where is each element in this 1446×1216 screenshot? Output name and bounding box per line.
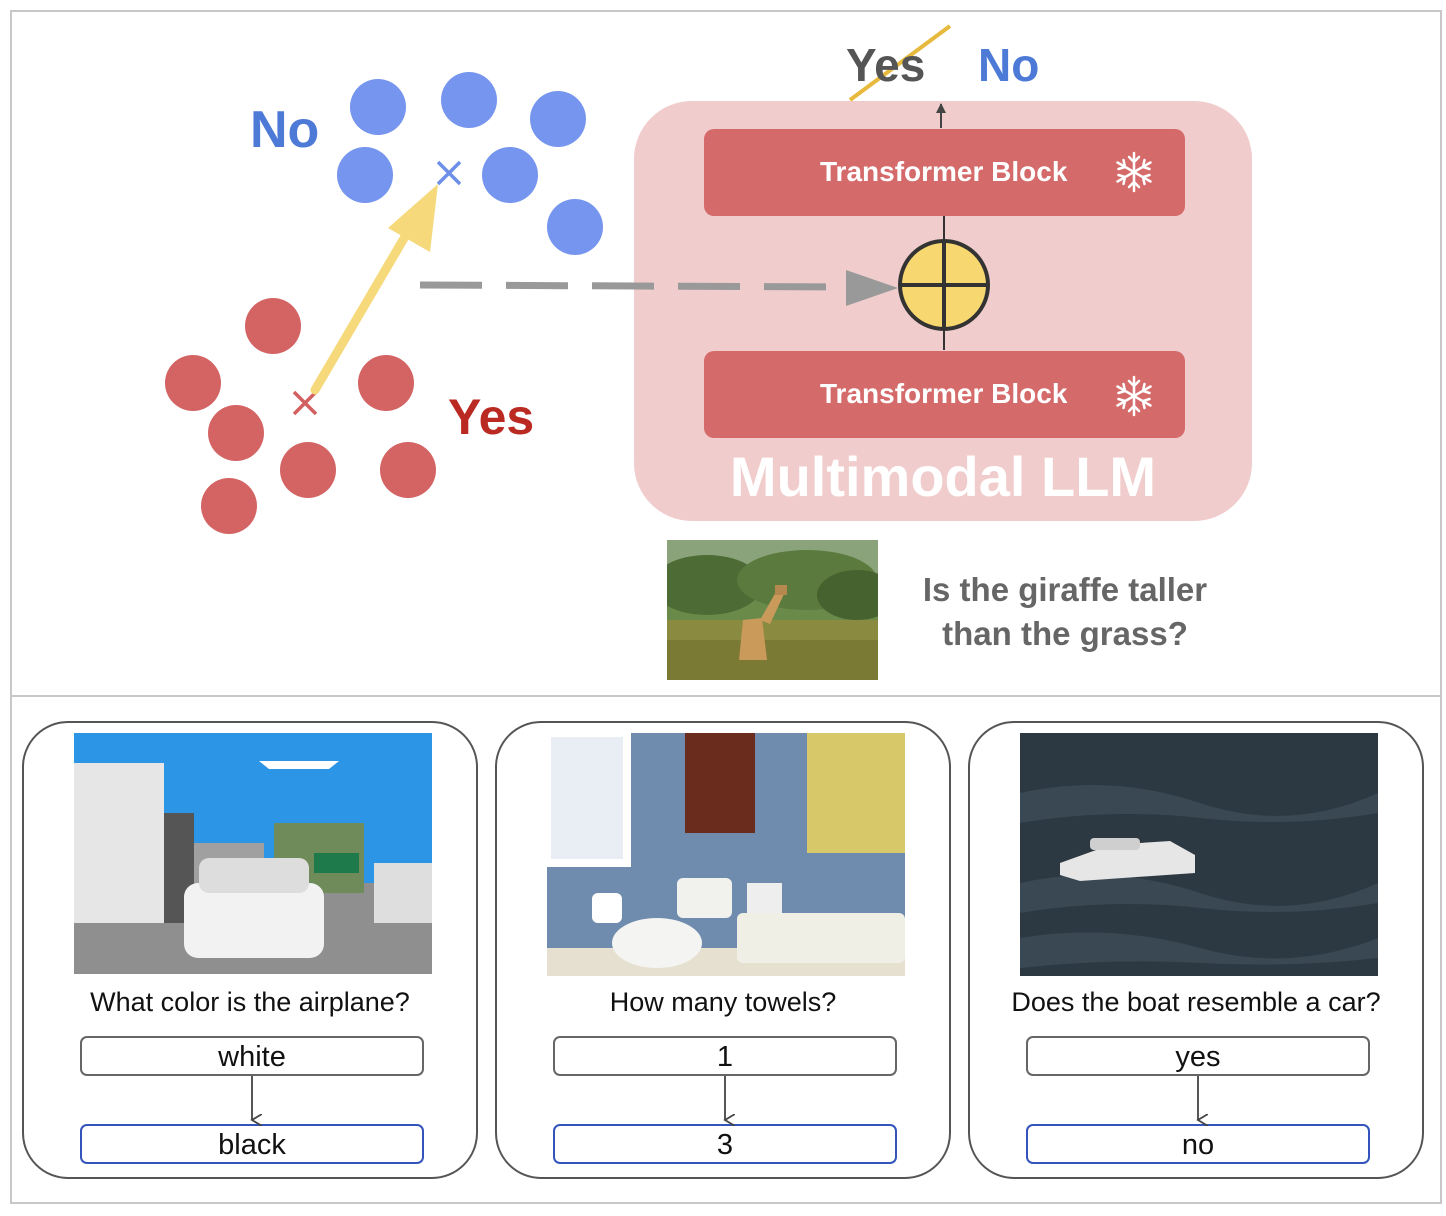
snowflake-icon <box>1116 375 1152 417</box>
yes-cluster-label: Yes <box>448 389 535 445</box>
example-panel-towels: How many towels? 1 3 <box>495 721 951 1179</box>
embedding-dot <box>208 405 264 461</box>
answer-before-box: yes <box>1026 1036 1370 1076</box>
transformer-block-bottom <box>704 351 1185 438</box>
embedding-dot <box>350 79 406 135</box>
boat-photo <box>1020 733 1378 976</box>
embedding-dot <box>337 147 393 203</box>
strikeout-line <box>848 24 952 102</box>
answer-after-box: no <box>1026 1124 1370 1164</box>
example-question: What color is the airplane? <box>90 987 410 1017</box>
transformer-block-top <box>704 129 1185 216</box>
transformer-block-bottom-label: Transformer Block <box>820 378 1068 409</box>
embedding-dot <box>358 355 414 411</box>
embedding-dot <box>441 72 497 128</box>
dashed-arrow-head <box>846 270 898 306</box>
example-question: How many towels? <box>609 987 837 1017</box>
steering-arrow-head <box>388 184 438 252</box>
output-new-label: No <box>978 39 1040 91</box>
embedding-dot <box>245 298 301 354</box>
snowflake-icon <box>1116 151 1152 193</box>
no-cluster <box>337 72 603 255</box>
transformer-block-top-label: Transformer Block <box>820 156 1068 187</box>
output-old-label: Yes <box>846 39 926 91</box>
embedding-dot <box>380 442 436 498</box>
cross-mark-icon <box>292 390 318 416</box>
embedding-dot <box>547 199 603 255</box>
example-panel-boat: Does the boat resemble a car? yes no <box>968 721 1424 1179</box>
bathroom-photo <box>547 733 905 976</box>
llm-label: Multimodal LLM <box>729 445 1157 508</box>
embedding-dot <box>201 478 257 534</box>
embedding-dot <box>280 442 336 498</box>
answer-before-box: white <box>80 1036 424 1076</box>
example-question: Does the boat resemble a car? <box>1011 987 1381 1017</box>
yes-cluster <box>165 298 436 534</box>
giraffe-question: Is the giraffe taller than the grass? <box>922 571 1208 652</box>
answer-before-box: 1 <box>553 1036 897 1076</box>
no-cluster-label: No <box>250 101 320 159</box>
cross-mark-icon <box>436 160 462 186</box>
example-panel-airplane: What color is the airplane? white black <box>22 721 478 1179</box>
embedding-dot <box>482 147 538 203</box>
steering-dashed-arrow <box>419 281 846 291</box>
airplane-photo <box>74 733 432 974</box>
answer-after-box: 3 <box>553 1124 897 1164</box>
giraffe-photo <box>667 540 878 680</box>
embedding-dot <box>530 91 586 147</box>
embedding-dot <box>165 355 221 411</box>
steering-vector-arrow <box>310 223 415 395</box>
figure-frame <box>10 10 1442 1204</box>
add-circle-icon <box>898 239 990 331</box>
